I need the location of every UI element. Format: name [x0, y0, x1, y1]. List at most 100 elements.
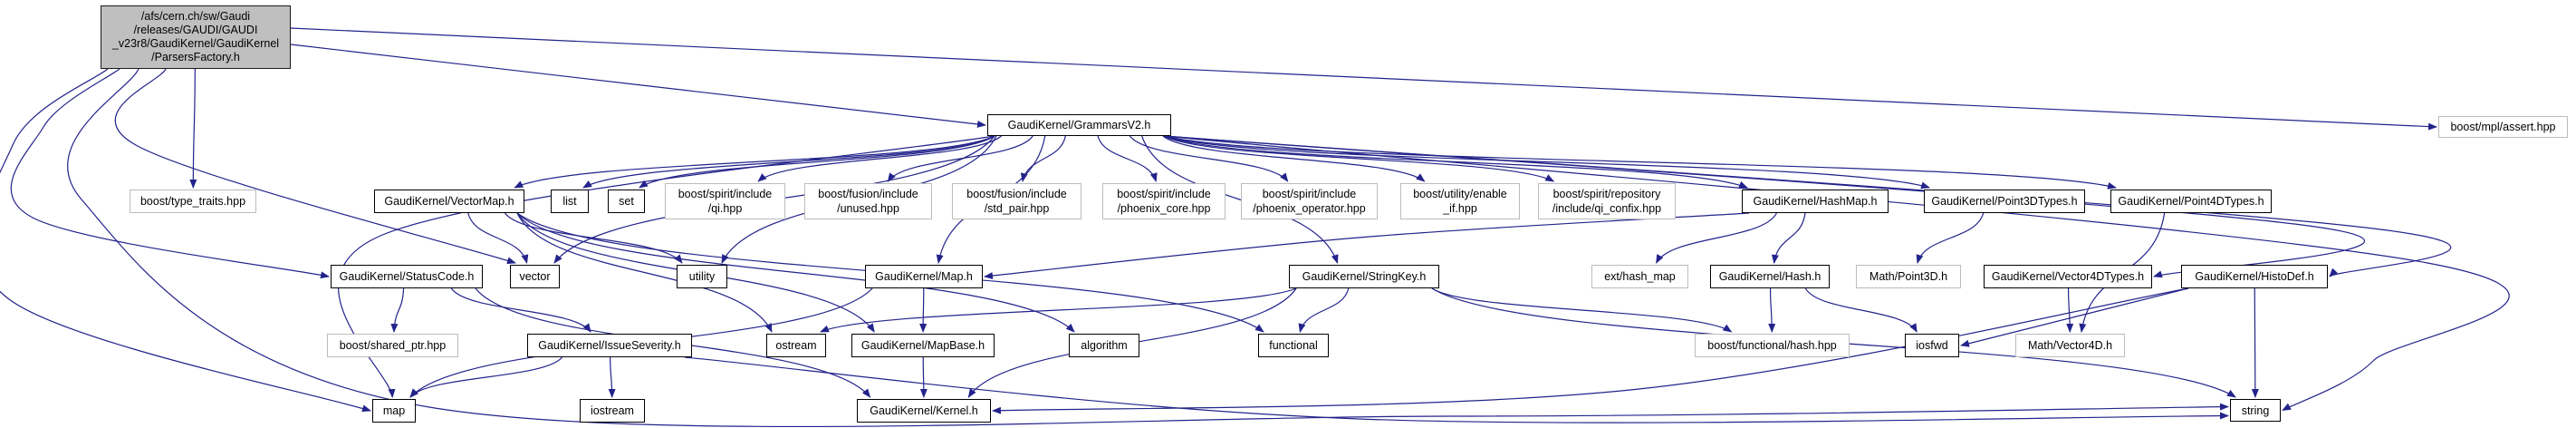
node-point4dtypes[interactable]: GaudiKernel/Point4DTypes.h: [2110, 190, 2272, 213]
edge-stringkey-boostfunctionalhash: [1431, 287, 1733, 333]
node-label: _v23r8/GaudiKernel/GaudiKernel: [111, 37, 280, 50]
node-label: GaudiKernel/Kernel.h: [870, 404, 978, 417]
node-enableif: boost/utility/enable _if.hpp: [1400, 183, 1520, 219]
node-label: vector: [519, 270, 551, 283]
node-label: ostream: [775, 339, 817, 352]
node-label: boost/fusion/include: [966, 188, 1067, 200]
node-mathvector4d: Math/Vector4D.h: [2015, 334, 2125, 357]
node-mplassert: boost/mpl/assert.hpp: [2438, 116, 2568, 138]
edge-statuscode-sharedptr: [390, 287, 405, 333]
node-stdpair: boost/fusion/include/std_pair.hpp: [952, 183, 1081, 219]
edge-vectormap-ostream: [516, 212, 773, 333]
edge-grammars-vectormap: [514, 135, 995, 189]
edge-grammars-stringkey: [1141, 135, 1339, 264]
node-label: _if.hpp: [1443, 202, 1477, 215]
node-boostfunctionalhash: boost/functional/hash.hpp: [1695, 334, 1850, 357]
node-hashmap[interactable]: GaudiKernel/HashMap.h: [1742, 190, 1889, 213]
node-label: /releases/GAUDI/GAUDI: [133, 24, 258, 36]
node-iosfwd: iosfwd: [1905, 334, 1959, 357]
node-map_h[interactable]: GaudiKernel/Map.h: [865, 265, 983, 288]
edge-histodef-iosfwd: [1960, 287, 2189, 347]
node-label: string: [2241, 404, 2270, 417]
edge-grammars-point3dtypes: [1163, 135, 1930, 190]
edge-map_h-mapbase: [919, 287, 928, 333]
node-label: Math/Point3D.h: [1869, 270, 1948, 283]
node-label: boost/spirit/include: [1262, 188, 1357, 200]
node-histodef[interactable]: GaudiKernel/HistoDef.h: [2181, 265, 2328, 288]
edge-grammars-qiconfix: [1163, 135, 1555, 182]
node-statuscode[interactable]: GaudiKernel/StatusCode.h: [331, 265, 483, 288]
edge-grammars-set: [639, 135, 995, 189]
node-iostream: iostream: [580, 399, 645, 423]
node-kernel[interactable]: GaudiKernel/Kernel.h: [857, 399, 991, 423]
node-vectormap[interactable]: GaudiKernel/VectorMap.h: [374, 190, 524, 213]
edge-root-statuscode: [10, 68, 330, 279]
node-label: /ParsersFactory.h: [151, 51, 240, 63]
node-phoenixcore: boost/spirit/include/phoenix_core.hpp: [1102, 183, 1226, 219]
node-label: list: [562, 195, 577, 208]
node-vector: vector: [510, 265, 560, 288]
node-point3dtypes[interactable]: GaudiKernel/Point3DTypes.h: [1924, 190, 2085, 213]
node-label: ext/hash_map: [1604, 270, 1676, 283]
node-label: map: [382, 404, 406, 417]
edge-vectormap-algorithm: [516, 212, 1075, 333]
node-qiconfix: boost/spirit/repository/include/qi_confi…: [1538, 183, 1676, 219]
edge-root-map: [0, 68, 371, 413]
edge-root-vector: [114, 68, 516, 265]
node-label: boost/functional/hash.hpp: [1707, 339, 1837, 352]
edge-root-grammars: [290, 44, 986, 128]
node-label: /phoenix_operator.hpp: [1253, 202, 1366, 215]
node-label: /phoenix_core.hpp: [1117, 202, 1211, 215]
node-typetraits: boost/type_traits.hpp: [130, 190, 256, 213]
node-label: iosfwd: [1916, 339, 1948, 352]
edge-grammars-enableif: [1162, 135, 1426, 182]
edge-issueseverity-string: [684, 356, 2229, 423]
edge-vectormap-vector: [467, 212, 529, 264]
edge-grammars-unused: [887, 135, 1033, 182]
node-label: /std_pair.hpp: [984, 202, 1050, 215]
node-list: list: [551, 190, 589, 213]
node-label: boost/type_traits.hpp: [139, 195, 246, 208]
node-label: boost/shared_ptr.hpp: [339, 339, 447, 352]
edge-statuscode-issueseverity: [450, 287, 591, 333]
edge-root-string: [67, 68, 2229, 428]
node-label: /qi.hpp: [707, 202, 743, 215]
node-label: /unused.hpp: [837, 202, 899, 215]
node-label: utility: [688, 270, 716, 283]
node-mapbase[interactable]: GaudiKernel/MapBase.h: [851, 334, 995, 357]
node-label: boost/spirit/include: [1117, 188, 1211, 200]
node-hash_h[interactable]: GaudiKernel/Hash.h: [1710, 265, 1830, 288]
node-label: boost/spirit/include: [678, 188, 773, 200]
node-exthashmap: ext/hash_map: [1591, 265, 1688, 288]
node-string: string: [2230, 399, 2281, 422]
edge-grammars-hashmap: [1163, 135, 1748, 189]
node-ostream: ostream: [766, 334, 826, 357]
node-label: boost/spirit/repository: [1552, 188, 1661, 200]
node-stringkey[interactable]: GaudiKernel/StringKey.h: [1289, 265, 1439, 288]
node-vector4dtypes[interactable]: GaudiKernel/Vector4DTypes.h: [1984, 265, 2152, 288]
edge-stringkey-functional: [1298, 287, 1350, 333]
node-label: GaudiKernel/MapBase.h: [860, 339, 985, 352]
node-label: Math/Vector4D.h: [2027, 339, 2113, 352]
node-label: GaudiKernel/StatusCode.h: [339, 270, 475, 283]
node-label: iostream: [591, 404, 634, 417]
node-label: boost/fusion/include: [818, 188, 918, 200]
edge-hashmap-hash_h: [1771, 212, 1806, 264]
edge-grammars-histodef: [1163, 135, 2451, 277]
edge-issueseverity-iostream: [608, 356, 616, 398]
node-label: /afs/cern.ch/sw/Gaudi: [140, 10, 251, 23]
node-label: GaudiKernel/Point4DTypes.h: [2118, 195, 2264, 208]
edge-root-mplassert: [290, 27, 2437, 131]
node-label: algorithm: [1081, 339, 1128, 352]
node-label: GaudiKernel/IssueSeverity.h: [538, 339, 681, 352]
node-label: boost/utility/enable: [1413, 188, 1507, 200]
node-grammars[interactable]: GaudiKernel/GrammarsV2.h: [987, 114, 1171, 136]
edge-grammars-point4dtypes: [1163, 135, 2117, 190]
node-mathpoint3d: Math/Point3D.h: [1856, 265, 1961, 288]
edge-issueseverity-map: [409, 356, 563, 398]
node-issueseverity[interactable]: GaudiKernel/IssueSeverity.h: [527, 334, 692, 357]
edge-histodef-kernel: [992, 287, 2189, 414]
node-algorithm: algorithm: [1069, 334, 1139, 357]
node-qi: boost/spirit/include/qi.hpp: [665, 183, 785, 219]
